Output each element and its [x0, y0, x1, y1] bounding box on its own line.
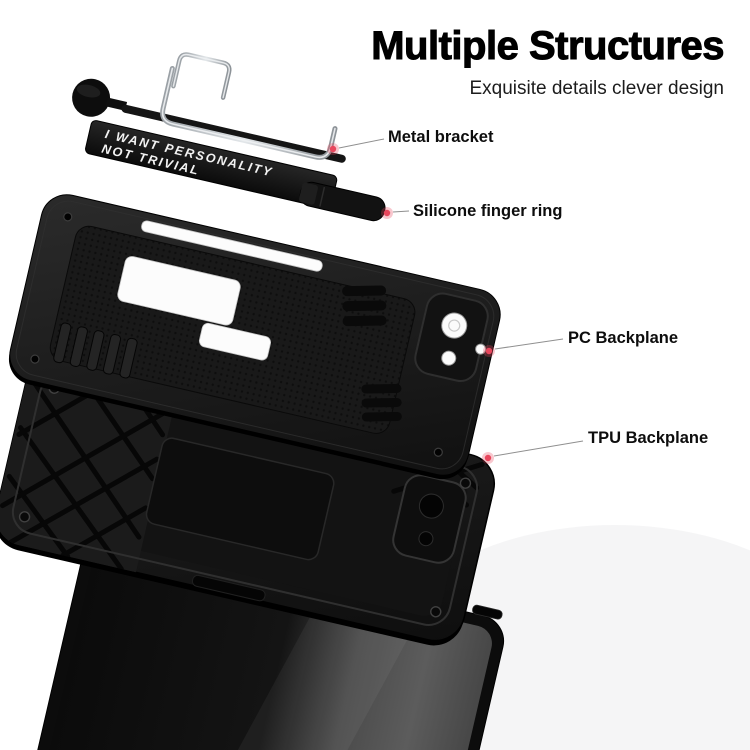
pc-window-cutout	[117, 256, 241, 326]
pc-grip-ribs	[53, 322, 138, 379]
metal-bracket-inner-highlight	[172, 53, 230, 99]
pc-bevel	[15, 200, 495, 470]
callout-label-silicone-finger-ring: Silicone finger ring	[413, 202, 563, 220]
callout-lines	[338, 138, 584, 457]
tpu-port-slot	[191, 574, 266, 602]
finger-ring-fold	[299, 182, 318, 205]
metal-bracket-outer-highlight	[161, 67, 336, 159]
callout-label-tpu-backplane: TPU Backplane	[588, 429, 709, 447]
tpu-camera-surround	[392, 474, 467, 564]
tpu-kickstand-recess	[145, 437, 335, 561]
pc-grip-pattern-upper	[342, 285, 387, 327]
pc-strap-hole	[475, 343, 487, 355]
kickstand-knob-highlight	[76, 84, 101, 98]
page-subtitle: Exquisite details clever design	[469, 78, 724, 99]
callout-line-tpu-backplane	[493, 440, 584, 457]
phone-volume-button	[472, 604, 503, 620]
callout-line-pc-backplane	[494, 338, 564, 350]
metal-bracket-graphic	[160, 52, 338, 160]
kickstand-bar	[121, 104, 346, 163]
kickstand-stem	[105, 97, 128, 111]
callout-dot-pc-backplane	[485, 347, 493, 355]
phone-screen-gloss	[202, 584, 425, 750]
pc-camera-cutout	[414, 292, 489, 383]
pc-latch-cutout	[198, 322, 271, 361]
kickstand-graphic: I WANT PERSONALITY NOT TRIVIAL	[72, 78, 346, 209]
kickstand-knob	[72, 78, 111, 117]
callout-dot-finger-ring	[383, 209, 391, 217]
pc-screw-holes	[30, 212, 443, 457]
pc-kickstand-slot-cutout	[141, 220, 323, 272]
callout-line-metal-bracket	[338, 138, 385, 149]
page-title: Multiple Structures	[371, 24, 725, 69]
pc-backplane-graphic	[8, 194, 501, 480]
callout-line-finger-ring	[392, 210, 410, 213]
callout-dot-metal-bracket	[329, 145, 337, 153]
callout-dot-tpu-backplane	[484, 454, 492, 462]
pc-grip-pattern-lower	[361, 384, 402, 422]
callout-label-pc-backplane: PC Backplane	[568, 329, 679, 347]
metal-bracket-inner-wire	[171, 52, 232, 100]
callout-dots	[327, 143, 495, 464]
finger-ring-seam	[319, 186, 326, 207]
tpu-backplane-graphic	[0, 353, 495, 646]
callout-label-metal-bracket: Metal bracket	[388, 128, 494, 146]
finger-ring-graphic	[299, 181, 386, 222]
